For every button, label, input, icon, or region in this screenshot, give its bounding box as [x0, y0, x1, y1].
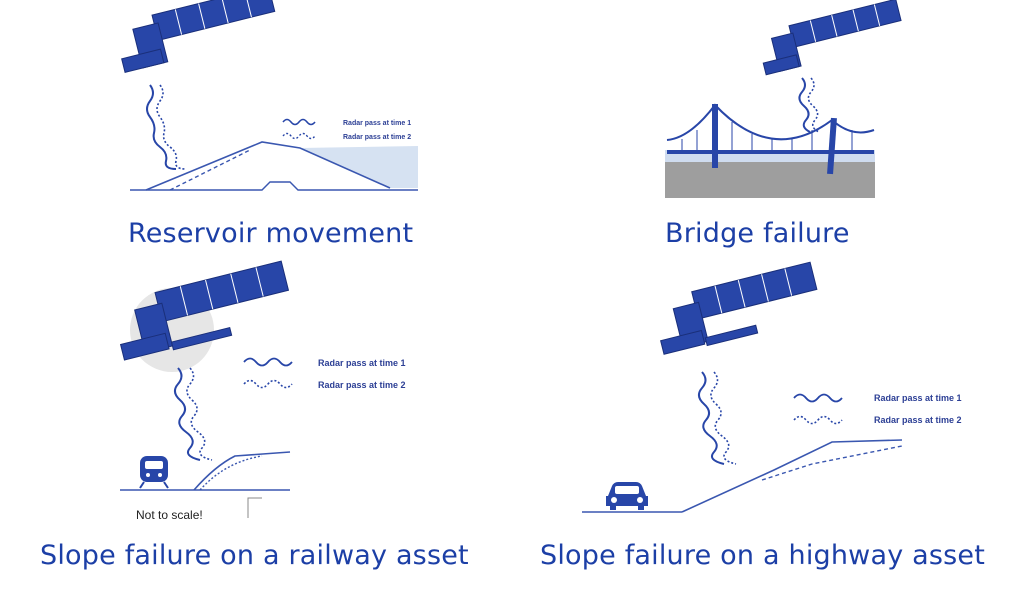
legend-label-time2: Radar pass at time 2: [318, 380, 406, 390]
bridge-tower-right: [827, 117, 837, 175]
bridge-panel: Bridge failure: [512, 0, 1024, 280]
slope-profile-time2: [761, 445, 903, 481]
radar-wave-time2: [710, 371, 737, 465]
legend-label-time1: Radar pass at time 1: [874, 393, 962, 403]
railway-caption: Slope failure on a railway asset: [40, 540, 469, 571]
legend-label-time2: Radar pass at time 2: [874, 415, 962, 425]
legend-wave-solid: [282, 118, 316, 126]
railway-illustration: Radar pass at time 1 Radar pass at time …: [119, 260, 406, 518]
radar-wave-time2: [807, 77, 820, 133]
satellite-icon: [121, 0, 276, 74]
railway-panel: Radar pass at time 1 Radar pass at time …: [0, 260, 512, 598]
radar-wave-time1: [146, 84, 177, 170]
legend-wave-solid: [243, 357, 293, 367]
radar-wave-time2: [186, 367, 213, 461]
satellite-icon: [119, 260, 290, 361]
legend-wave-dotted: [282, 132, 316, 140]
bridge-main-cable: [666, 103, 875, 141]
radar-wave-time1: [698, 371, 725, 465]
highway-illustration: Radar pass at time 1 Radar pass at time …: [582, 261, 962, 513]
dam-profile-time1: [145, 141, 391, 191]
corner-mark: [247, 497, 262, 518]
reservoir-water: [300, 146, 418, 188]
legend-label-time1: Radar pass at time 1: [343, 120, 411, 127]
satellite-icon: [762, 0, 902, 76]
legend-wave-solid: [793, 393, 843, 403]
bridge-suspenders: [681, 122, 853, 152]
slope-profile-time1: [681, 439, 903, 513]
legend-label-time2: Radar pass at time 2: [343, 134, 411, 141]
car-icon: [606, 482, 648, 510]
radar-wave-time1: [174, 367, 201, 461]
bridge-caption: Bridge failure: [665, 218, 850, 249]
radar-wave-time2: [156, 84, 187, 170]
radar-wave-time1: [798, 77, 811, 133]
bridge-illustration: [665, 0, 902, 198]
dam-profile-time2: [169, 149, 251, 191]
highway-caption: Slope failure on a highway asset: [540, 540, 986, 571]
bridge-tower-left: [712, 104, 718, 168]
highway-panel: Radar pass at time 1 Radar pass at time …: [512, 261, 1024, 598]
reservoir-illustration: Radar pass at time 1 Radar pass at time …: [121, 0, 418, 191]
legend-label-time1: Radar pass at time 1: [318, 358, 406, 368]
not-to-scale-note: Not to scale!: [136, 508, 203, 522]
slope-profile-time1: [193, 451, 291, 491]
legend-wave-dotted: [793, 415, 843, 425]
train-icon: [139, 456, 169, 489]
reservoir-panel: Radar pass at time 1 Radar pass at time …: [0, 0, 512, 280]
slope-profile-time2: [199, 455, 263, 491]
reservoir-caption: Reservoir movement: [128, 218, 414, 249]
satellite-icon: [660, 261, 818, 355]
legend-wave-dotted: [243, 379, 293, 389]
bridge-ground: [665, 158, 875, 198]
ground-line: [130, 181, 418, 191]
